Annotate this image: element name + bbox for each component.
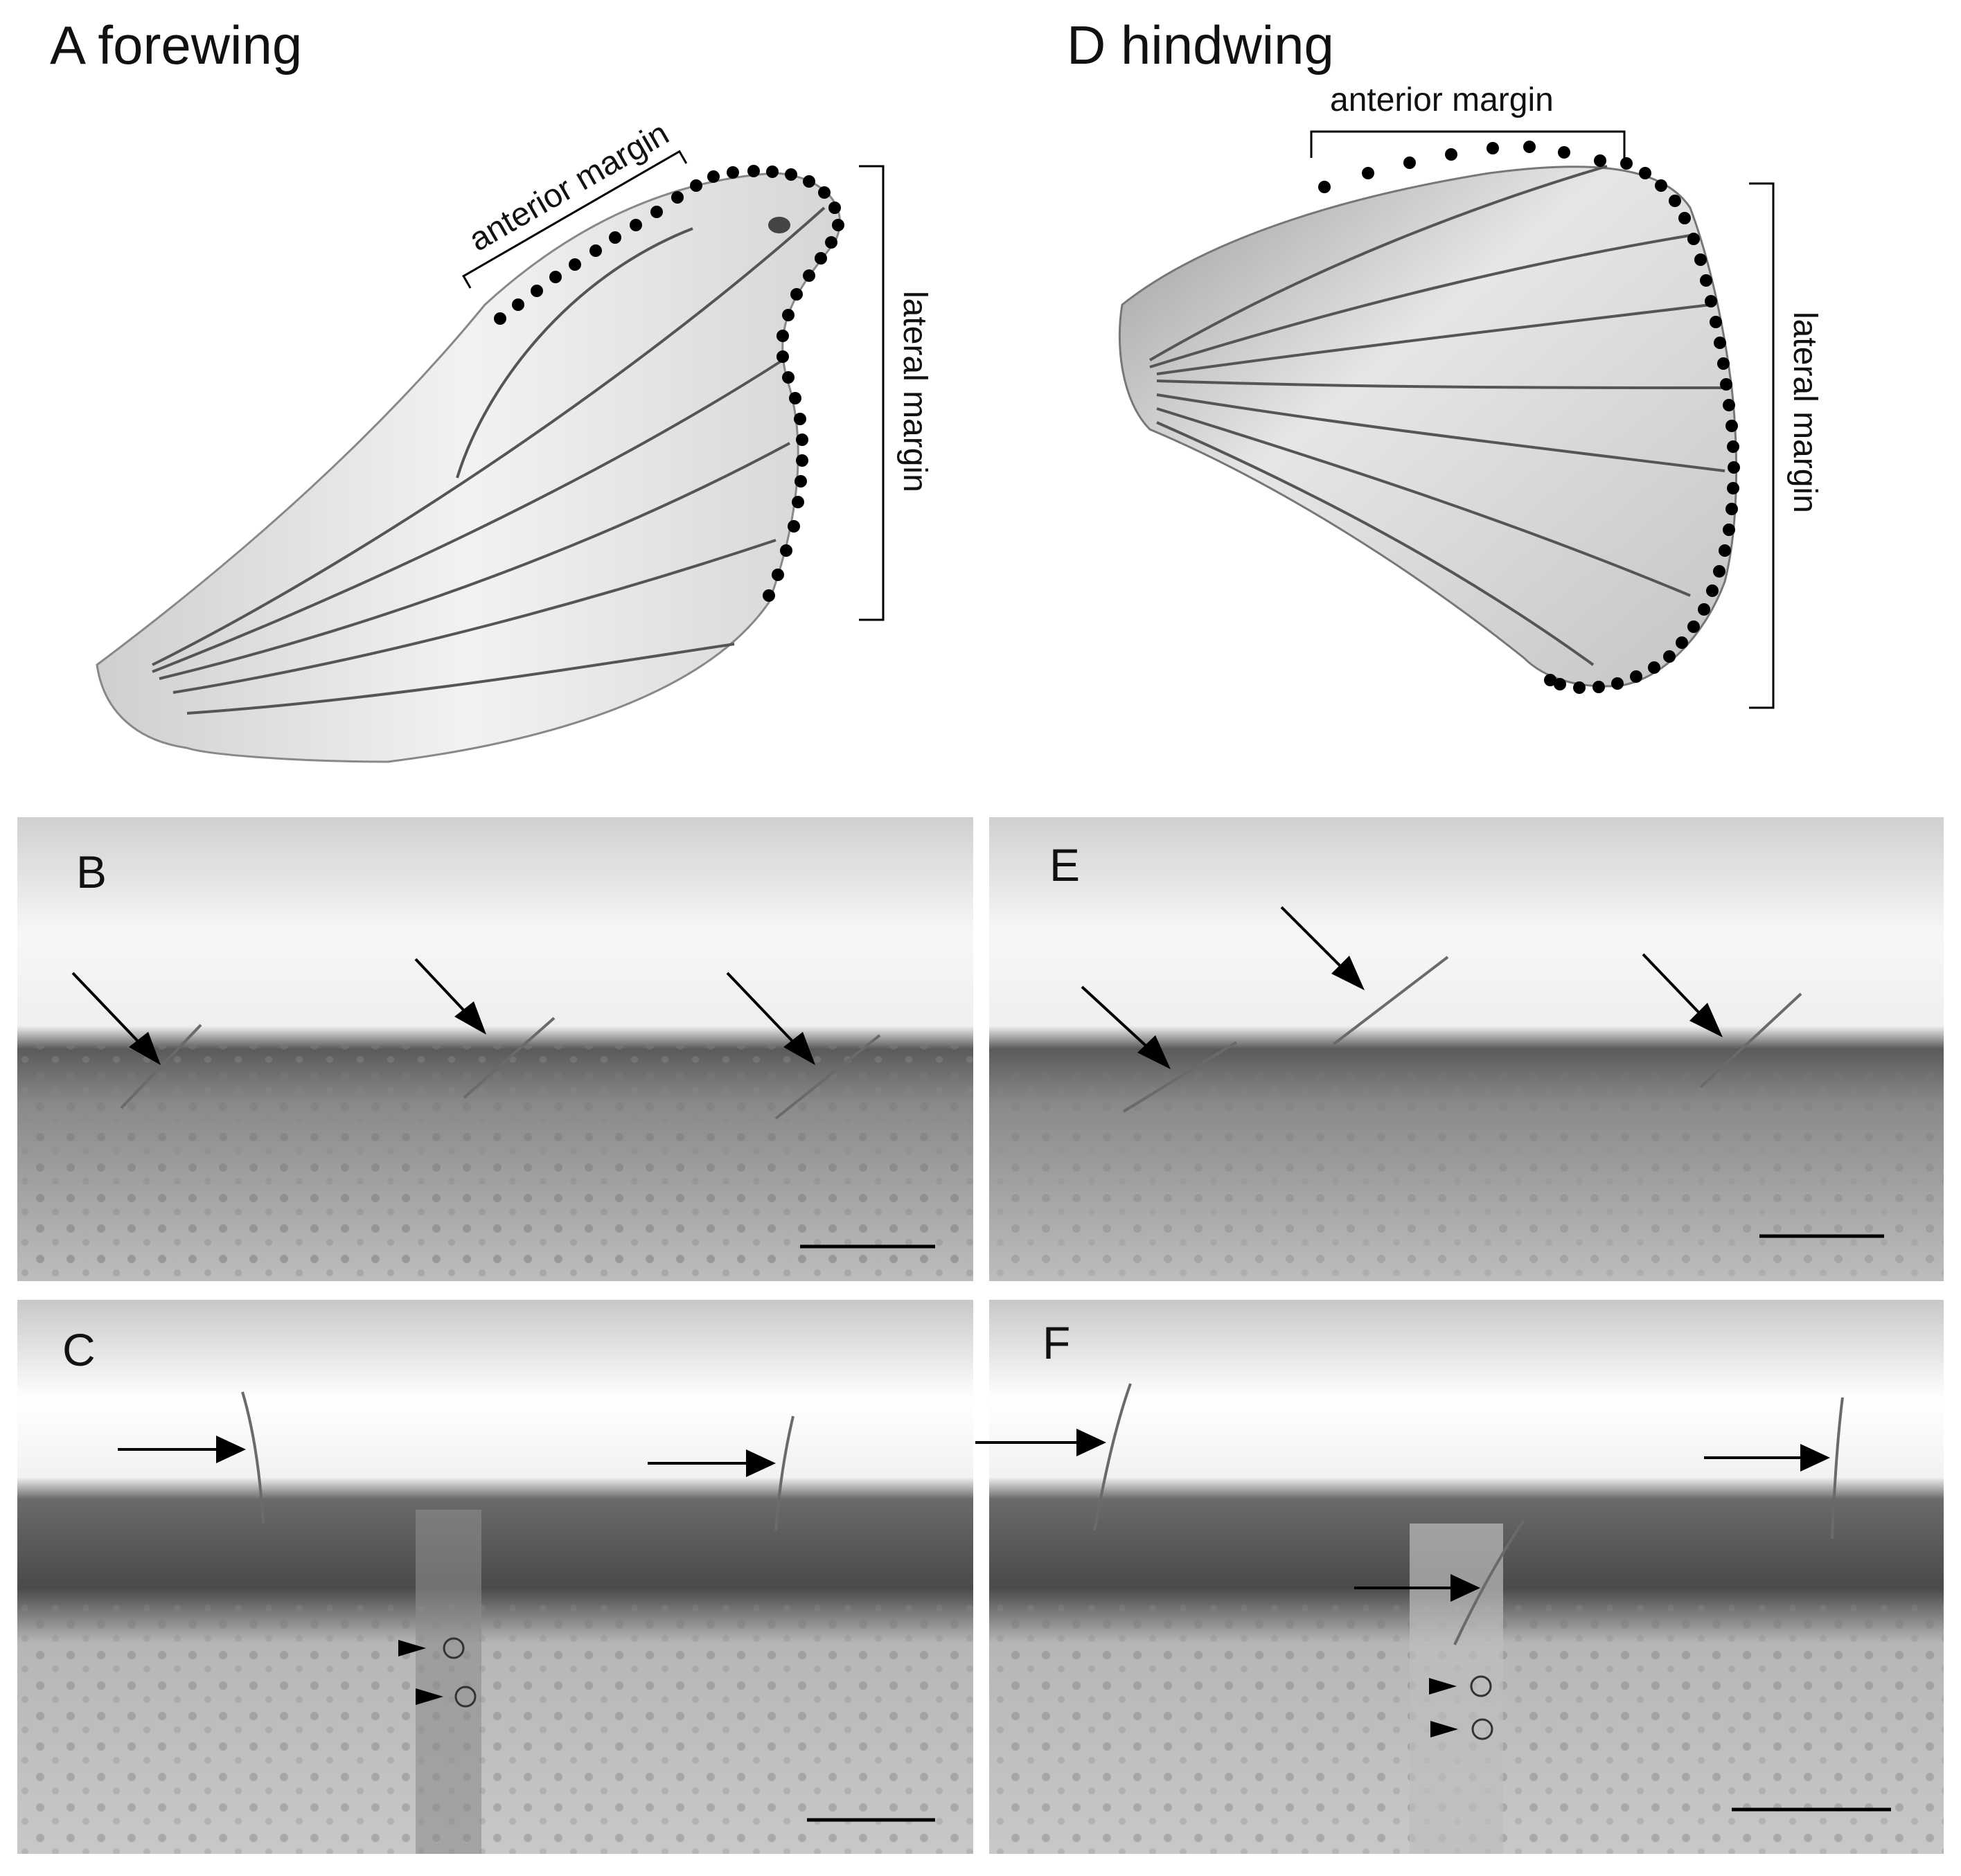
socket: [443, 1637, 465, 1659]
panel-d-hindwing: D hindwing anterior margin lateral margi…: [1067, 15, 1823, 709]
arrow-icon: [1081, 985, 1171, 1069]
forewing-vein: [152, 359, 784, 673]
hindwing-vein: [1156, 379, 1725, 389]
forewing-vein: [172, 539, 777, 694]
panel-a-forewing: A forewing anterior margin lateral margi…: [50, 15, 933, 763]
hindwing-lateral-bracket: [1749, 182, 1775, 709]
arrow-icon: [726, 972, 815, 1065]
socket: [1470, 1675, 1492, 1697]
hindwing-vein: [1156, 407, 1691, 597]
arrowhead-icon: [1429, 1678, 1457, 1695]
hindwing-vein: [1156, 393, 1725, 472]
bristle: [1093, 1383, 1132, 1531]
panel-b-micrograph: B: [17, 817, 973, 1281]
vein-cross-section: [416, 1510, 481, 1854]
forewing-margin-dots: [494, 165, 844, 602]
forewing-lateral-bracket: [859, 165, 885, 621]
hindwing-anterior-bracket: [1310, 130, 1626, 158]
arrowhead-icon: [398, 1640, 426, 1656]
bristle: [774, 1034, 881, 1120]
panel-f-micrograph: F: [975, 1300, 1944, 1854]
arrow-icon: [1704, 1444, 1830, 1472]
bristle: [774, 1415, 795, 1531]
arrow-icon: [648, 1449, 776, 1477]
hindwing-vein: [1149, 234, 1691, 368]
forewing-vein: [159, 442, 790, 680]
arrow-icon: [1642, 953, 1723, 1037]
panel-b-letter: B: [76, 846, 107, 897]
arrow-icon: [414, 958, 486, 1035]
arrow-icon: [118, 1436, 246, 1463]
bristle: [1122, 1041, 1238, 1113]
panel-e-letter: E: [1049, 839, 1080, 891]
hindwing-lateral-margin-label: lateral margin: [1786, 312, 1823, 513]
bristle: [1699, 992, 1802, 1089]
vein-cross-section: [1410, 1524, 1503, 1854]
bristle: [463, 1017, 556, 1099]
arrowhead-icon: [1430, 1721, 1458, 1737]
hindwing-vein: [1148, 165, 1608, 361]
panel-c-letter: C: [62, 1324, 96, 1375]
forewing-vein: [152, 206, 826, 666]
arrowhead-icon: [416, 1688, 443, 1705]
hindwing-margin-dots: [1318, 141, 1740, 694]
panel-c-micrograph: C: [17, 1300, 973, 1854]
panel-e-micrograph: E: [989, 817, 1944, 1281]
forewing-eyespot: [768, 217, 790, 233]
socket: [454, 1686, 477, 1708]
hindwing-vein: [1156, 421, 1595, 666]
panel-a-title: A forewing: [50, 15, 302, 75]
panel-f-letter: F: [1042, 1317, 1070, 1368]
hindwing-vein: [1156, 303, 1712, 375]
arrow-icon: [975, 1429, 1106, 1456]
socket: [1471, 1718, 1493, 1740]
bristle: [1453, 1519, 1525, 1645]
bristle: [241, 1391, 265, 1524]
bristle: [1332, 956, 1449, 1046]
forewing-vein: [186, 643, 735, 715]
arrow-icon: [1354, 1574, 1480, 1602]
forewing-silhouette: [96, 172, 841, 763]
forewing-lateral-margin-label: lateral margin: [896, 291, 933, 492]
arrow-icon: [71, 972, 161, 1065]
arrow-icon: [1280, 906, 1365, 990]
bristle: [120, 1024, 202, 1109]
hindwing-silhouette: [1118, 166, 1738, 688]
bristle: [1831, 1397, 1844, 1539]
forewing-vein: [456, 227, 693, 479]
hindwing-anterior-margin-label: anterior margin: [1330, 82, 1554, 118]
panel-d-title: D hindwing: [1067, 15, 1334, 75]
